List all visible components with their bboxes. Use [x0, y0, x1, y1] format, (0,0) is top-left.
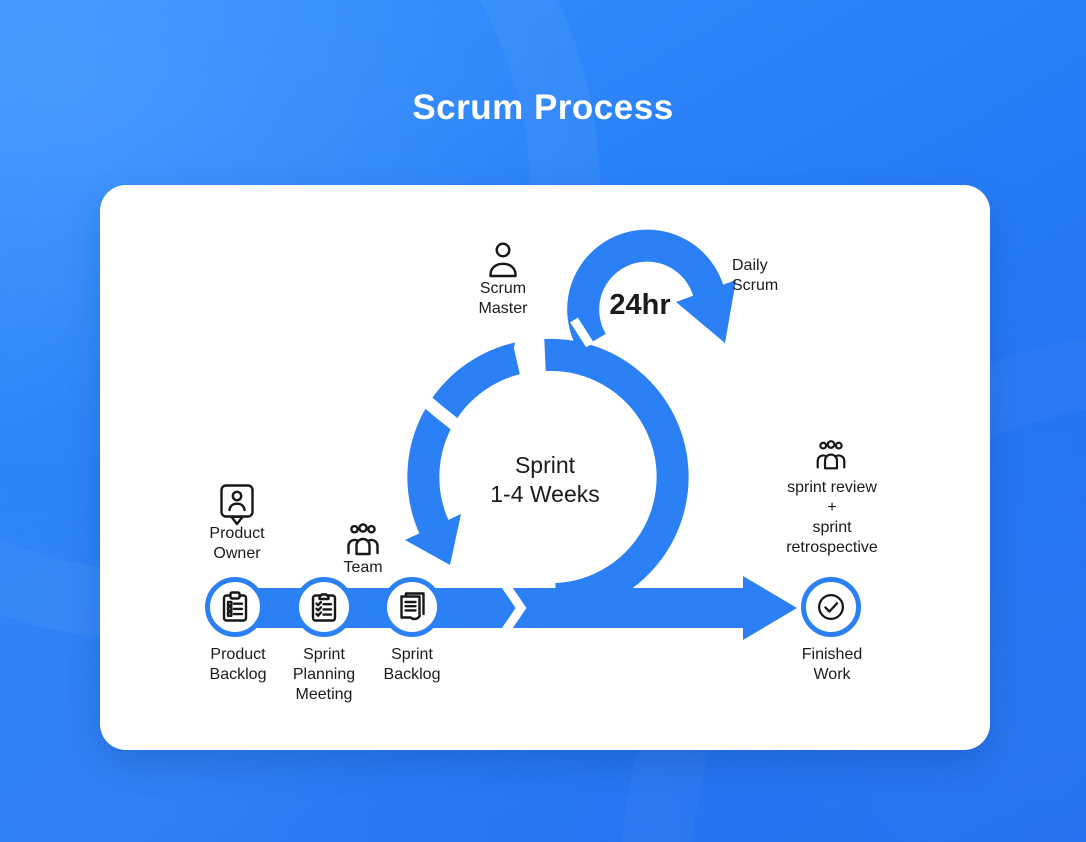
- ring-gap-cut-upper-left: [411, 387, 472, 440]
- daily-cycle-label: 24hr: [609, 289, 671, 321]
- clipboard-check-icon: [311, 593, 337, 622]
- scrum-loop-graphic: [232, 229, 797, 640]
- team-label: Team: [343, 559, 383, 576]
- daily-scrum-arrowhead: [676, 280, 736, 343]
- band-chevron-cut: [502, 583, 527, 633]
- process-flow-arrow: [232, 576, 797, 640]
- pipeline-node-sprint-planning: [294, 577, 354, 637]
- product-owner-badge-icon: [220, 484, 254, 526]
- product-owner-label: Product Owner: [209, 525, 265, 562]
- check-circle-icon: [818, 594, 844, 620]
- pipeline-node-product-backlog: [205, 577, 265, 637]
- sprint-ring-arrowhead: [405, 514, 461, 565]
- scrum-master-label: Scrum Master: [478, 280, 528, 317]
- page-title: Scrum Process: [412, 88, 674, 127]
- daily-scrum-label: Daily Scrum: [732, 257, 779, 294]
- clipboard-list-icon: [222, 591, 248, 622]
- person-icon: [489, 242, 517, 278]
- sprint-planning-label: Sprint Planning Meeting: [292, 646, 356, 703]
- sprint-label: Sprint 1-4 Weeks: [490, 452, 600, 507]
- team-icon: [816, 440, 846, 470]
- ring-gap-cut-top: [513, 315, 536, 385]
- product-backlog-label: Product Backlog: [209, 646, 267, 683]
- diagram-card: Scrum Master Daily Scrum 24hr Sprint 1-4…: [100, 185, 990, 750]
- daily-scrum-loop-arc: [567, 229, 725, 351]
- sprint-ring-left-arc: [407, 341, 528, 534]
- finished-work-label: Finished Work: [801, 646, 863, 683]
- sprint-review-label: sprint review + sprint retrospective: [786, 479, 878, 556]
- sprint-ring-right-arc: [544, 338, 689, 615]
- finished-work-node: [801, 577, 861, 637]
- pipeline-node-sprint-backlog: [382, 577, 442, 637]
- loop-junction-cut: [570, 317, 594, 348]
- document-icon: [400, 592, 425, 621]
- sprint-backlog-label: Sprint Backlog: [383, 646, 441, 683]
- team-icon: [347, 523, 379, 556]
